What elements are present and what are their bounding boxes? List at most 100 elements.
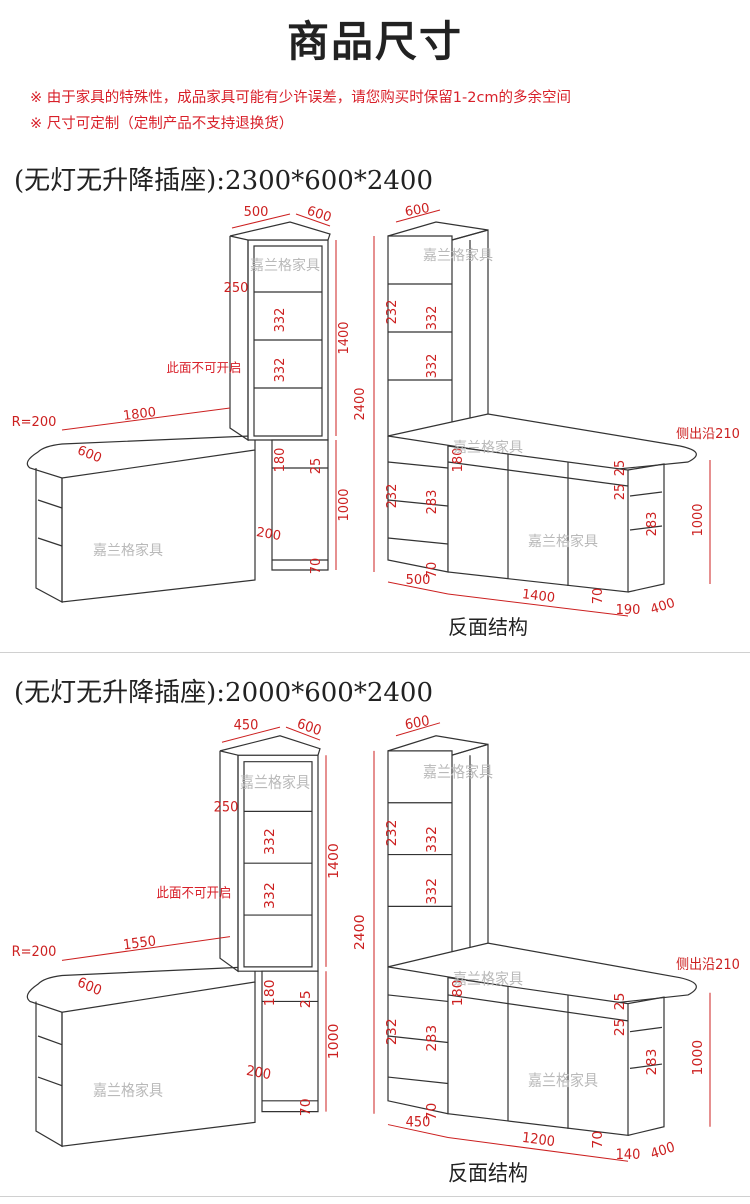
- dim-right-left-width: 500: [406, 573, 431, 588]
- right-end-board: [630, 526, 662, 530]
- right-end-shelf: [628, 464, 664, 592]
- dim-side-edge: 侧出沿210: [676, 427, 740, 442]
- dimension-line: [388, 582, 448, 594]
- right-lower-board: [388, 538, 448, 544]
- dim-shelf-mid2: 332: [273, 358, 288, 383]
- right-lower-board: [388, 1077, 448, 1083]
- note-no-open: 此面不可开启: [166, 360, 241, 375]
- end-shelf-board: [38, 1077, 62, 1086]
- dim-right-shelf-mid1: 332: [425, 306, 440, 331]
- upper-tower-top: [220, 736, 320, 755]
- dim-right-drawer-gap1: 25: [613, 460, 628, 477]
- dim-right-lower-shelf: 232: [384, 1018, 399, 1045]
- dim-right-shelf-mid2: 332: [424, 878, 439, 905]
- dim-right-drawer-h: 180: [451, 448, 466, 473]
- right-end-board: [630, 492, 662, 496]
- dim-right-top-depth: 600: [404, 201, 431, 220]
- dimension-line: [222, 727, 280, 742]
- dim-right-end-height: 1000: [691, 503, 706, 536]
- right-door-cabinet: [448, 446, 628, 592]
- spec-heading-2000: (无灯无升降插座):2000*600*2400: [14, 678, 434, 708]
- dim-desk-length: 1550: [122, 933, 157, 954]
- end-shelf-board: [38, 500, 62, 508]
- section-divider: [0, 652, 750, 653]
- dim-top-width: 500: [244, 205, 269, 220]
- dim-shelf-mid1: 332: [273, 308, 288, 333]
- watermark-left: 嘉兰格家具: [93, 542, 163, 559]
- dim-drawer-height: 180: [273, 448, 288, 473]
- dim-shelf-mid2: 332: [262, 882, 277, 909]
- watermark-right-cabinet: 嘉兰格家具: [528, 533, 598, 550]
- watermark-right-desk: 嘉兰格家具: [453, 971, 523, 989]
- dim-lower-height: 1000: [337, 488, 352, 521]
- dim-side-edge: 侧出沿210: [676, 957, 740, 974]
- right-tower-front: [388, 751, 452, 967]
- upper-tower-glass: [254, 246, 322, 436]
- dimension-line: [396, 210, 440, 222]
- dim-shelf-top: 250: [224, 281, 249, 296]
- dim-right-drawer-gap1: 25: [612, 993, 627, 1011]
- end-shelf-board: [38, 1036, 62, 1045]
- dim-right-main-width: 1400: [521, 587, 556, 606]
- dim-shelf-mid1: 332: [262, 828, 277, 855]
- dim-lower-width: 200: [255, 525, 282, 544]
- right-end-board: [630, 1064, 662, 1068]
- desk-end-shelf: [36, 468, 62, 602]
- right-desk-top: [388, 943, 696, 1003]
- dim-right-lower-mid: 283: [425, 490, 440, 515]
- desk-top: [27, 967, 255, 1012]
- dim-lower-width: 200: [245, 1062, 272, 1083]
- watermark-tower: 嘉兰格家具: [240, 774, 310, 792]
- dim-top-depth: 600: [295, 715, 323, 739]
- right-lower-board: [388, 1036, 448, 1042]
- dim-drawer-height: 180: [262, 979, 277, 1006]
- watermark-right-tower: 嘉兰格家具: [423, 763, 493, 781]
- dim-right-drawer-gap2: 25: [613, 484, 628, 501]
- caption-back-structure: 反面结构: [448, 1161, 528, 1186]
- dim-radius: R=200: [12, 944, 57, 961]
- dim-right-end-width: 190: [616, 603, 641, 618]
- watermark-right-tower: 嘉兰格家具: [423, 247, 493, 264]
- dim-drawer-gap: 25: [309, 458, 324, 475]
- dim-right-left-width: 450: [406, 1114, 431, 1131]
- dim-total-height: 2400: [352, 914, 367, 950]
- dim-right-lower-shelf: 232: [385, 484, 400, 509]
- dim-total-height: 2400: [353, 387, 368, 420]
- upper-tower-glass: [244, 762, 312, 967]
- dim-right-foot: 70: [425, 562, 440, 579]
- dim-right-end-height: 1000: [690, 1040, 705, 1076]
- caption-back-structure: 反面结构: [448, 615, 528, 639]
- dim-top-depth: 600: [305, 204, 333, 226]
- watermark-right-cabinet: 嘉兰格家具: [528, 1072, 598, 1090]
- dim-right-end-shelf: 283: [645, 512, 660, 537]
- upper-tower-side: [220, 751, 238, 971]
- right-lower-board: [388, 462, 448, 468]
- dim-right-foot: 70: [424, 1103, 439, 1121]
- right-desk-top: [388, 414, 696, 470]
- dim-right-drawer-gap2: 25: [612, 1018, 627, 1036]
- dim-right-end-width: 140: [616, 1147, 641, 1164]
- dim-radius: R=200: [12, 415, 57, 430]
- dimension-line: [62, 937, 230, 961]
- watermark-left: 嘉兰格家具: [93, 1082, 163, 1100]
- dim-right-foot2: 70: [591, 588, 606, 605]
- dim-right-end-depth: 400: [649, 596, 677, 618]
- dim-upper-height: 1400: [326, 843, 341, 879]
- upper-tower-top: [230, 222, 330, 240]
- dim-right-lower-mid: 283: [424, 1025, 439, 1052]
- right-tower-front: [388, 236, 452, 436]
- notice-tolerance: ※ 由于家具的特殊性，成品家具可能有少许误差，请您购买时保留1-2cm的多余空间: [30, 90, 572, 106]
- dimension-line: [388, 1125, 448, 1138]
- dimension-line: [396, 723, 440, 736]
- right-lower-board: [388, 500, 448, 506]
- upper-tower-side: [230, 236, 248, 440]
- dim-right-shelf-mid2: 332: [425, 354, 440, 379]
- dim-right-end-depth: 400: [649, 1139, 677, 1163]
- dim-lower-height: 1000: [326, 1024, 341, 1060]
- dim-upper-height: 1400: [337, 321, 352, 354]
- dim-right-main-width: 1200: [521, 1129, 556, 1150]
